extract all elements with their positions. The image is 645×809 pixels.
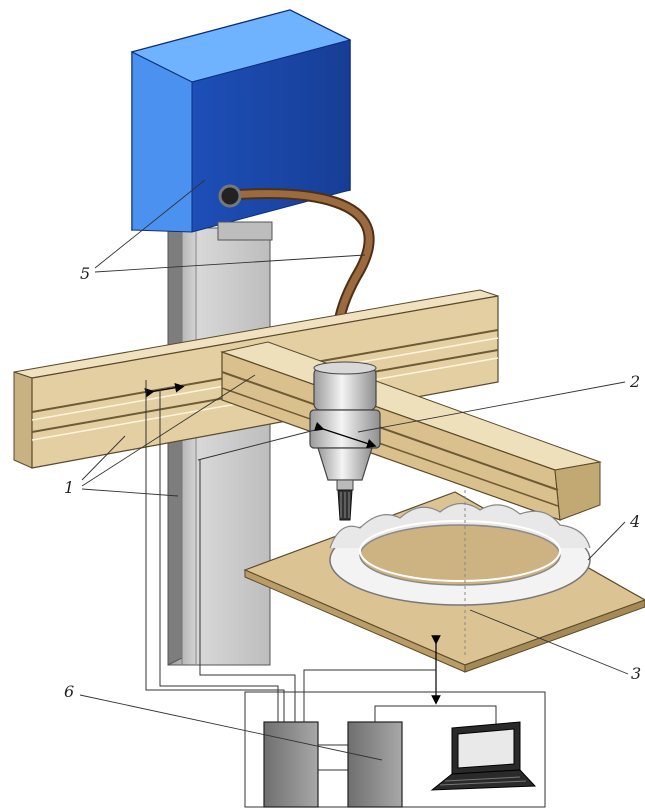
cable-connector [218,184,242,208]
label-work-table: 3 [631,664,642,683]
label-workpiece: 4 [630,512,641,531]
laser-source-box [130,9,352,241]
workpiece-ring [329,502,591,606]
label-column-guides: 1 [64,478,75,497]
control-unit [263,721,403,808]
label-laser-head: 2 [630,372,641,391]
leader-lines [79,179,629,761]
label-laser-source: 5 [80,264,91,283]
label-control-unit: 6 [64,682,75,701]
laser-head [309,361,381,521]
vertical-column [167,221,271,666]
laptop-icon [430,721,537,791]
